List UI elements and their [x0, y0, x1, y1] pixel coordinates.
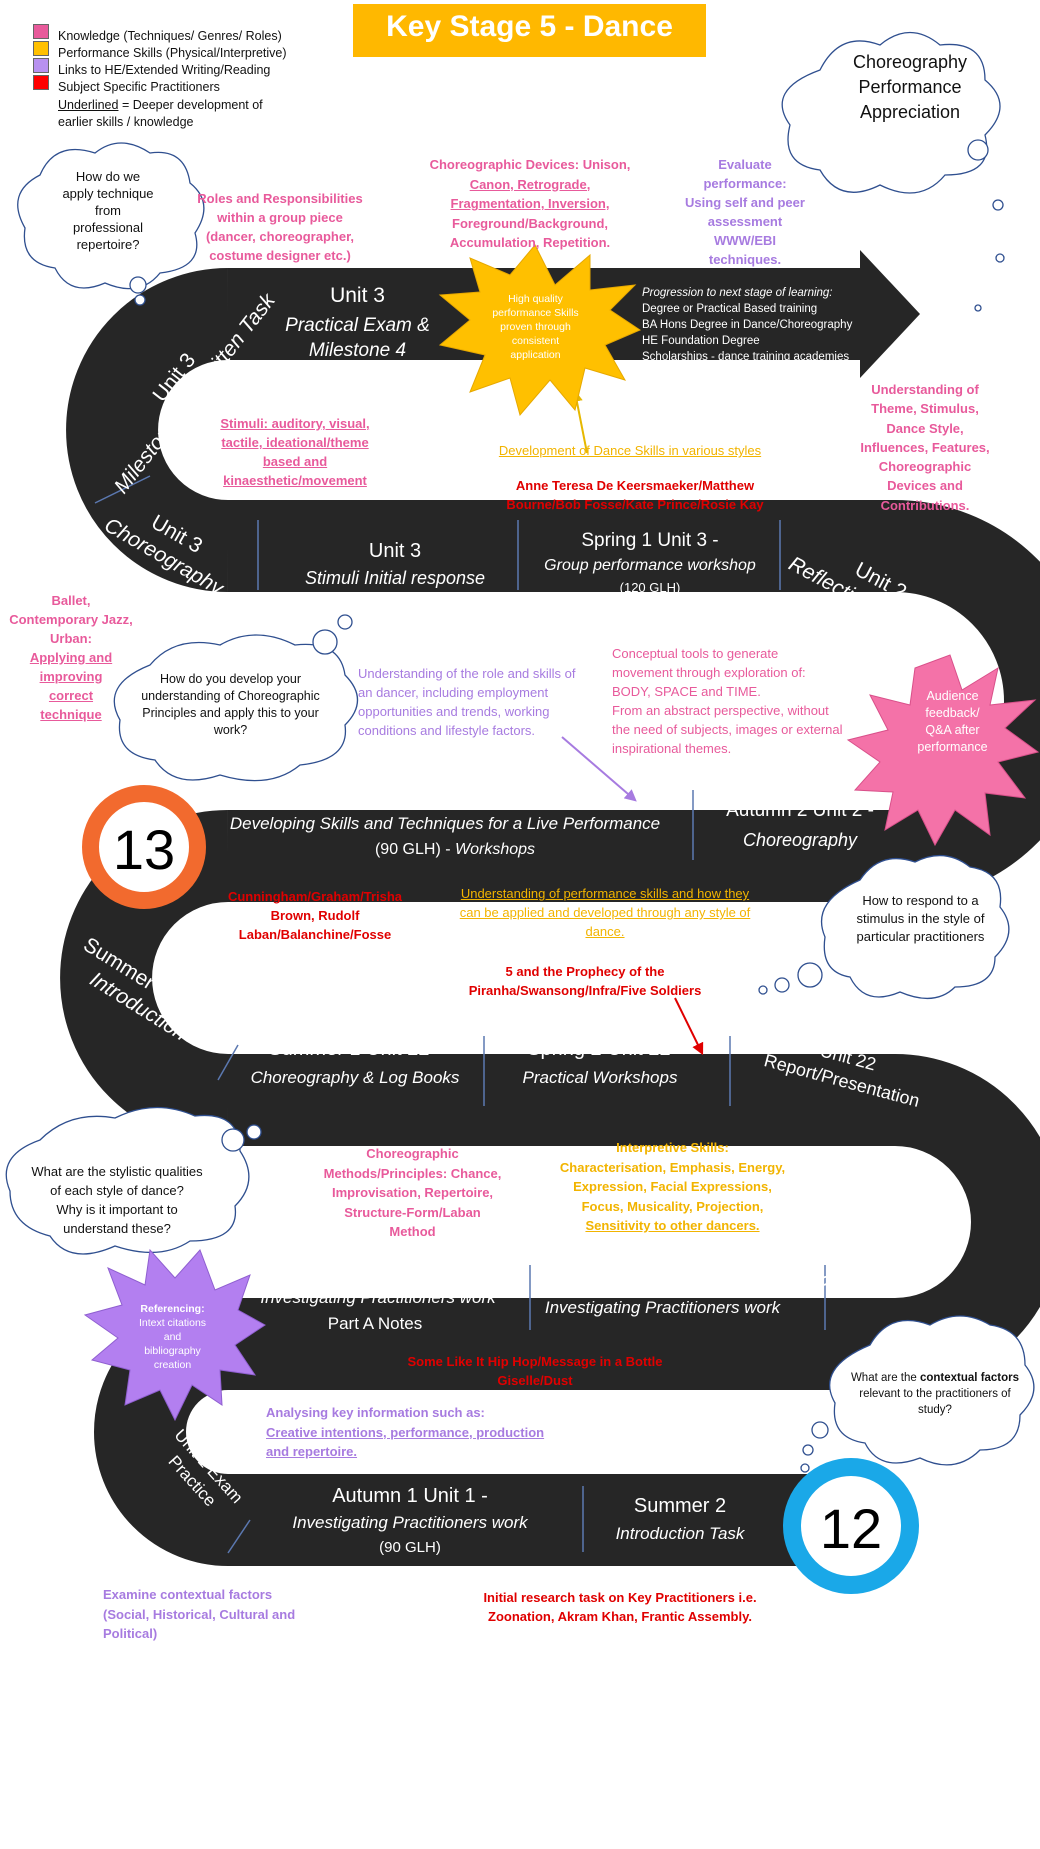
note-initial-research: Initial research task on Key Practitione…	[483, 1590, 757, 1624]
row2-unit3-title: Unit 3	[368, 540, 422, 562]
legend-underlined-note: Underlined = Deeper development of earli…	[58, 98, 263, 129]
note-some-like: Some Like It Hip Hop/Message in a Bottle…	[407, 1354, 663, 1388]
note-ballet: Ballet,Contemporary Jazz,Urban: Applying…	[9, 593, 133, 722]
cloud-c5	[829, 1315, 1035, 1466]
note-interpretive-skills: Interpretive Skills: Characterisation, E…	[559, 1140, 786, 1233]
row6-autumn1-subtitle: Investigating Practitioners work	[292, 1513, 528, 1532]
legend-label-practitioners: Subject Specific Practitioners	[58, 80, 220, 94]
legend-label-performance: Performance Skills (Physical/Interpretiv…	[58, 46, 287, 60]
row3-autumn1-glh: (90 GLH) - Workshops	[374, 841, 536, 858]
note-examine-contextual: Examine contextual factors(Social, Histo…	[103, 1587, 296, 1641]
row2-spring1-subtitle: Group performance workshop	[544, 557, 756, 574]
cloud-c3	[820, 855, 1010, 999]
legend-swatch-red	[33, 75, 49, 90]
legend-swatch-gold	[33, 41, 49, 56]
row6-autumn1-glh: (90 GLH)	[379, 1539, 441, 1556]
row5-autumn2-title: Autumn 2 Unit 1 -	[296, 1260, 444, 1281]
row4-spring2-title: Spring 2 Unit 22 -	[527, 1038, 683, 1060]
note-analysing: Analysing key information such as:Creati…	[266, 1405, 545, 1459]
year-12-label: 12	[819, 1497, 883, 1560]
starburst-referencing	[83, 1248, 266, 1422]
cloud-top-right	[781, 32, 1001, 194]
row6-autumn1-title: Autumn 1 Unit 1 -	[332, 1485, 488, 1507]
road-arrowhead	[860, 250, 920, 378]
row5-autumn2-part: Part A Notes	[327, 1314, 423, 1333]
cloud-c4	[5, 1106, 250, 1255]
legend-swatch-lavender	[33, 58, 49, 73]
row4-summer1-title: Summer 1 Unit 22 -	[268, 1038, 442, 1060]
row5-autumn2-subtitle: Investigating Practitioners work	[260, 1288, 496, 1307]
note-choreographic-devices: Choreographic Devices: Unison, Canon, Re…	[429, 157, 631, 250]
title-banner	[353, 4, 706, 57]
year-13-label: 13	[112, 818, 176, 881]
row1-unit3-subtitle: Practical Exam &Milestone 4	[285, 315, 430, 361]
row4-spring2-subtitle: Practical Workshops	[522, 1068, 678, 1087]
row6-summer2-subtitle: Introduction Task	[615, 1524, 745, 1543]
starburst-high-quality	[438, 244, 642, 417]
row6-summer2-title: Summer 2	[633, 1495, 727, 1517]
legend-swatch-pink	[33, 24, 49, 39]
legend-label-knowledge: Knowledge (Techniques/ Genres/ Roles)	[58, 29, 282, 43]
row2-spring1-glh: (120 GLH)	[619, 580, 681, 595]
row3-autumn1-subtitle: Developing Skills and Techniques for a L…	[229, 814, 661, 833]
row4-summer1-subtitle: Choreography & Log Books	[250, 1068, 460, 1087]
page-title: Key Stage 5 - Dance	[386, 10, 673, 43]
row3-autumn2-title: Autumn 2 Unit 2 -	[726, 800, 874, 821]
row2-unit3-subtitle: Stimuli Initial response	[304, 568, 486, 588]
row3-autumn2-subtitle: Choreography	[742, 830, 858, 850]
note-performance-skills: Understanding of performance skills and …	[459, 886, 751, 939]
row1-unit3-title: Unit 3	[330, 284, 385, 307]
row3-autumn1-title: Autumn 1 Unit 2	[379, 784, 531, 807]
starburst-audience	[846, 654, 1040, 847]
note-development-dance-skills: Development of Dance Skills in various s…	[498, 443, 762, 458]
row5-exam-subtitle: Investigating Practitioners work	[544, 1298, 781, 1317]
legend: Knowledge (Techniques/ Genres/ Roles) Pe…	[30, 24, 350, 134]
row2-spring1-title: Spring 1 Unit 3 -	[581, 530, 719, 551]
row5-exam-title: Unit 1 Exam	[602, 1268, 718, 1291]
note-stimuli: Stimuli: auditory, visual,tactile, ideat…	[220, 416, 370, 488]
legend-label-links: Links to HE/Extended Writing/Reading	[58, 63, 271, 77]
cloud-c1	[17, 142, 205, 290]
cloud-c2	[113, 634, 359, 782]
progression-list: Progression to next stage of learning: D…	[642, 287, 853, 363]
